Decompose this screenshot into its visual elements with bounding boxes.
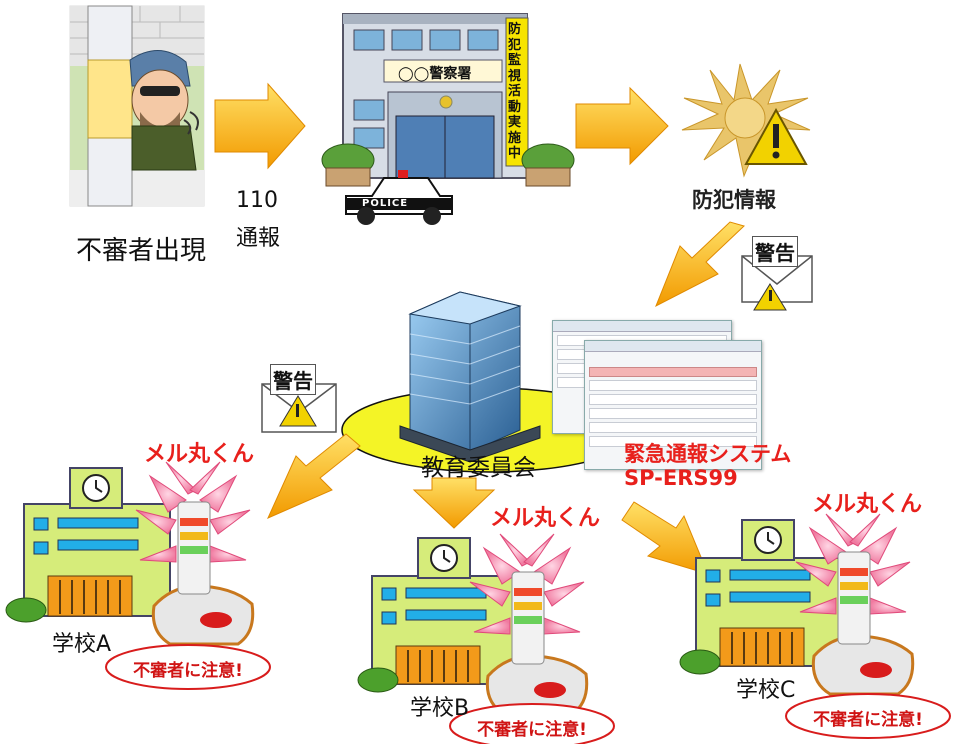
warning-oval-c — [785, 693, 951, 739]
warning-text-c: 不審者に注意! — [813, 710, 923, 730]
warning-text-b: 不審者に注意! — [477, 720, 587, 740]
warning-text-a: 不審者に注意! — [133, 661, 243, 681]
arrow-intruder-to-police — [214, 82, 306, 170]
arrow-info-to-board — [655, 221, 745, 308]
crime-info-label: 防犯情報 — [692, 188, 776, 212]
police-emblem-alert — [681, 63, 811, 178]
intruder-illustration — [69, 5, 205, 207]
system-name-label: 緊急通報システム — [624, 442, 792, 466]
crime-prevention-banner: 防犯監視活動実施中 — [508, 22, 522, 161]
warning-envelope-right — [741, 255, 813, 311]
arrow-police-to-info — [575, 86, 669, 166]
report-call-label: 通報 — [236, 226, 281, 251]
police-station-illustration — [321, 13, 575, 225]
school-b-label: 学校B — [410, 696, 470, 721]
intruder-label: 不審者出現 — [76, 236, 207, 266]
police-station-sign: ◯◯警察署 — [398, 66, 472, 82]
board-of-education-label: 教育委員会 — [421, 455, 536, 481]
report-110-label: 110 — [236, 188, 278, 213]
police-car-label: POLICE — [362, 198, 409, 209]
envelope-warning-label-left: 警告 — [270, 364, 316, 395]
warning-oval-b — [449, 703, 615, 744]
mel-label-b: メル丸くん — [490, 506, 601, 531]
envelope-warning-label-right: 警告 — [752, 236, 798, 267]
office-building-illustration — [399, 291, 541, 463]
warning-oval-a — [105, 644, 271, 690]
system-model-label: SP-ERS99 — [624, 466, 738, 490]
signal-lamp-a — [135, 461, 255, 646]
mel-label-c: メル丸くん — [812, 492, 923, 517]
signal-lamp-b — [469, 533, 589, 716]
school-a-label: 学校A — [52, 632, 112, 657]
school-c-label: 学校C — [736, 678, 796, 703]
signal-lamp-c — [795, 513, 915, 696]
arrow-board-to-school-b — [412, 477, 496, 529]
mel-label-a: メル丸くん — [144, 442, 255, 467]
school-a-illustration — [5, 467, 171, 623]
system-window-front — [584, 340, 762, 470]
arrow-board-to-school-a — [267, 433, 361, 519]
arrow-board-to-school-c — [621, 501, 709, 575]
